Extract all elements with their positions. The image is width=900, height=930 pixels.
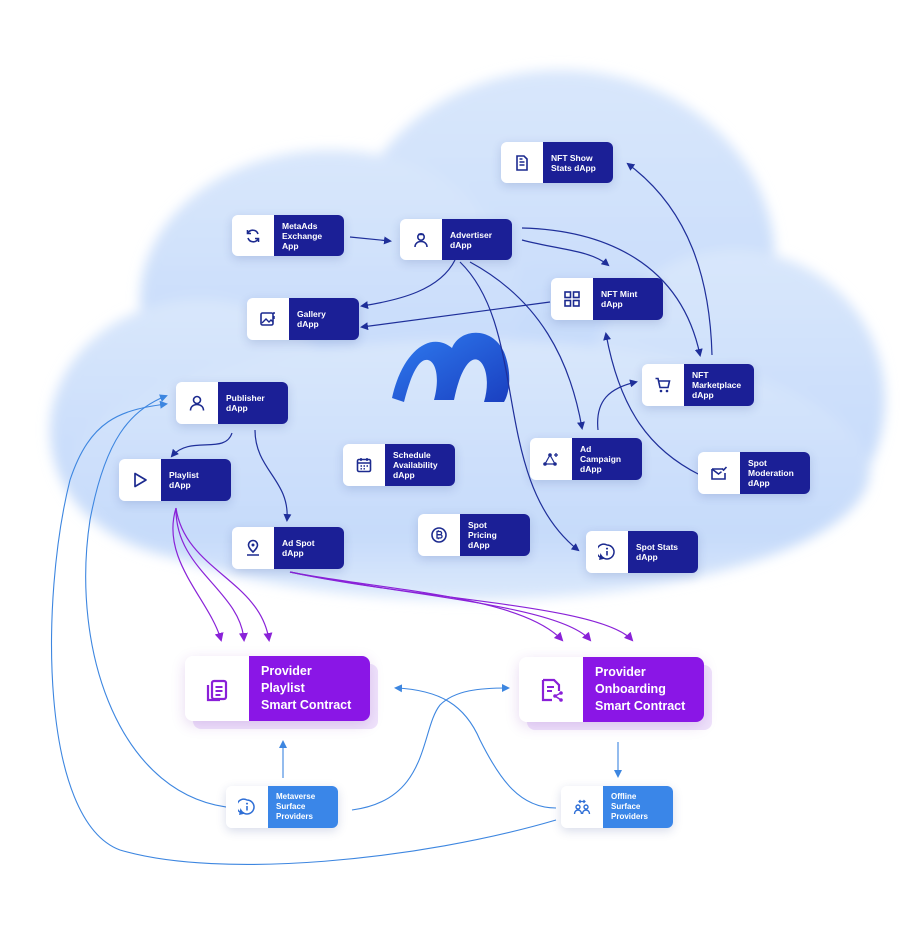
- coin-icon: [418, 514, 460, 556]
- playlist-node[interactable]: Playlist dApp: [119, 459, 231, 501]
- advertiser-node[interactable]: Advertiser dApp: [400, 219, 512, 260]
- calendar-icon: [343, 444, 385, 486]
- node-label: Playlist dApp: [161, 459, 231, 501]
- ad-spot-node[interactable]: Ad Spot dApp: [232, 527, 344, 569]
- metaads-exchange-node[interactable]: MetaAds Exchange App: [232, 215, 344, 256]
- refresh-icon: [232, 215, 274, 256]
- play-icon: [119, 459, 161, 501]
- user-badge-icon: [400, 219, 442, 260]
- user-icon: [176, 382, 218, 424]
- document-icon: [501, 142, 543, 183]
- node-label: Metaverse Surface Providers: [268, 786, 338, 828]
- grid-icon: [551, 278, 593, 320]
- node-label: Spot Stats dApp: [628, 531, 698, 573]
- nft-marketplace-node[interactable]: NFT Marketplace dApp: [642, 364, 754, 406]
- publisher-node[interactable]: Publisher dApp: [176, 382, 288, 424]
- schedule-availability-node[interactable]: Schedule Availability dApp: [343, 444, 455, 486]
- ad-campaign-node[interactable]: Ad Campaign dApp: [530, 438, 642, 480]
- node-label: Gallery dApp: [289, 298, 359, 340]
- check-mail-icon: [698, 452, 740, 494]
- node-label: NFT Mint dApp: [593, 278, 663, 320]
- node-label: Schedule Availability dApp: [385, 444, 455, 486]
- provider-playlist-contract-node[interactable]: Provider Playlist Smart Contract: [185, 656, 378, 729]
- node-label: Ad Campaign dApp: [572, 438, 642, 480]
- node-label: NFT Marketplace dApp: [684, 364, 754, 406]
- node-label: Ad Spot dApp: [274, 527, 344, 569]
- contract-share-icon: [519, 657, 583, 722]
- node-label: Offline Surface Providers: [603, 786, 673, 828]
- spot-moderation-node[interactable]: Spot Moderation dApp: [698, 452, 810, 494]
- metaverse-surface-providers-node[interactable]: Metaverse Surface Providers: [226, 786, 338, 828]
- provider-onboarding-contract-node[interactable]: Provider Onboarding Smart Contract: [519, 657, 712, 730]
- nft-mint-node[interactable]: NFT Mint dApp: [551, 278, 663, 320]
- spot-stats-node[interactable]: Spot Stats dApp: [586, 531, 698, 573]
- files-icon: [185, 656, 249, 721]
- node-label: Provider Playlist Smart Contract: [249, 656, 370, 721]
- node-label: Publisher dApp: [218, 382, 288, 424]
- nft-show-stats-node[interactable]: NFT Show Stats dApp: [501, 142, 613, 183]
- info-bubble-icon: [226, 786, 268, 828]
- node-label: MetaAds Exchange App: [274, 215, 344, 256]
- offline-surface-providers-node[interactable]: Offline Surface Providers: [561, 786, 673, 828]
- info-icon: [586, 531, 628, 573]
- cart-icon: [642, 364, 684, 406]
- node-label: Spot Pricing dApp: [460, 514, 530, 556]
- network-icon: [530, 438, 572, 480]
- node-label: NFT Show Stats dApp: [543, 142, 613, 183]
- node-label: Provider Onboarding Smart Contract: [583, 657, 704, 722]
- gallery-node[interactable]: Gallery dApp: [247, 298, 359, 340]
- spot-pricing-node[interactable]: Spot Pricing dApp: [418, 514, 530, 556]
- node-label: Advertiser dApp: [442, 219, 512, 260]
- location-pin-icon: [232, 527, 274, 569]
- image-icon: [247, 298, 289, 340]
- people-exchange-icon: [561, 786, 603, 828]
- node-label: Spot Moderation dApp: [740, 452, 810, 494]
